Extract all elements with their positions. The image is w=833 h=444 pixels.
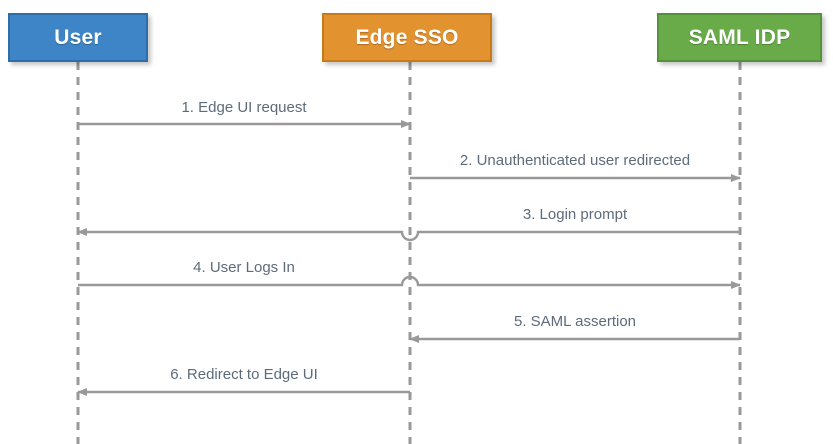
message-label-1: 1. Edge UI request xyxy=(181,99,307,116)
participant-label-user: User xyxy=(54,25,102,49)
participant-label-saml-idp: SAML IDP xyxy=(688,25,791,49)
participant-user[interactable]: User xyxy=(8,13,148,62)
participant-label-edge-sso: Edge SSO xyxy=(355,25,459,49)
participant-saml-idp[interactable]: SAML IDP xyxy=(657,13,822,62)
message-label-3: 3. Login prompt xyxy=(522,206,628,223)
participant-edge-sso[interactable]: Edge SSO xyxy=(322,13,492,62)
message-label-2: 2. Unauthenticated user redirected xyxy=(459,152,691,169)
message-label-6: 6. Redirect to Edge UI xyxy=(170,366,318,383)
message-arrow-4[interactable] xyxy=(78,275,741,289)
lifelines-group xyxy=(76,62,742,444)
message-label-4: 4. User Logs In xyxy=(193,259,295,276)
message-arrows-group xyxy=(77,120,741,396)
message-arrow-3[interactable] xyxy=(77,228,740,242)
message-label-5: 5. SAML assertion xyxy=(514,313,636,330)
